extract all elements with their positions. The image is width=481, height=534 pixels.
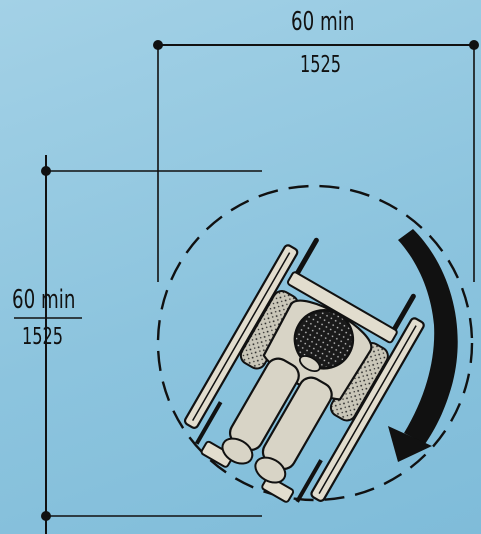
vertical-dimension-line — [14, 155, 262, 534]
wheelchair-user-top-view-icon — [183, 237, 425, 503]
horizontal-dimension-metric: 1525 — [300, 52, 342, 78]
turning-circle — [156, 184, 474, 502]
vertical-dimension-metric: 1525 — [22, 324, 64, 350]
vertical-dimension-imperial: 60 min — [12, 285, 76, 315]
horizontal-dimension-line — [153, 40, 479, 282]
horizontal-dimension-imperial: 60 min — [291, 7, 355, 37]
rotation-arrow-icon — [388, 229, 458, 462]
